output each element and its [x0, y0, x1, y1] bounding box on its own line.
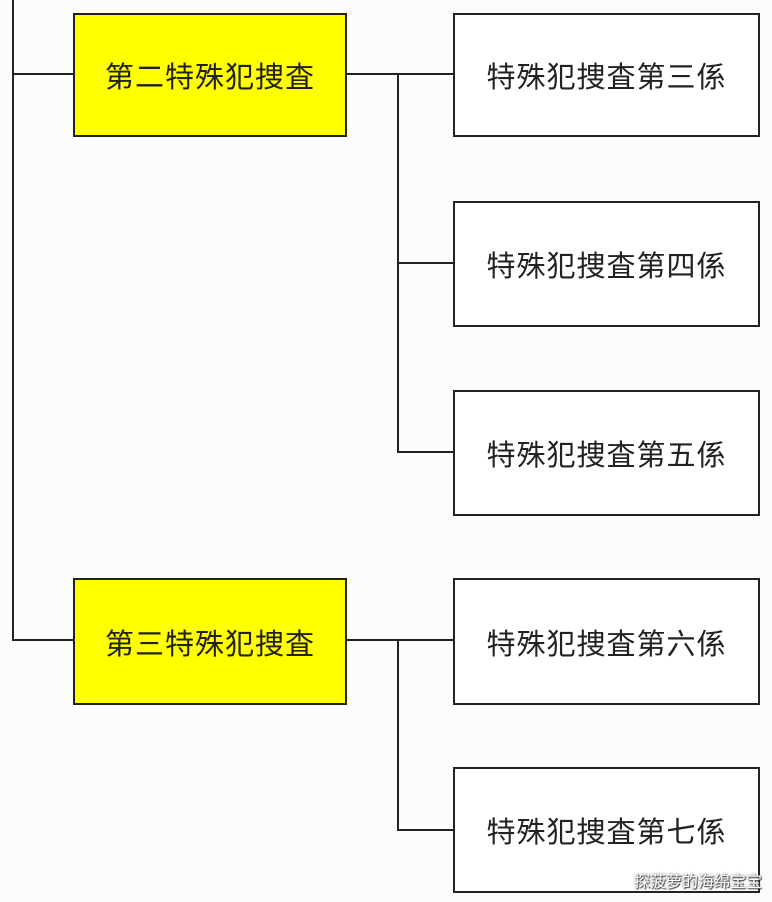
- connector: [12, 639, 73, 641]
- connector: [397, 829, 453, 831]
- unit-box: 特殊犯捜査第六係: [453, 578, 760, 705]
- connector: [347, 73, 453, 75]
- unit-box: 特殊犯捜査第七係: [453, 767, 760, 893]
- connector: [397, 451, 453, 453]
- connector: [12, 73, 73, 75]
- branch-line: [397, 639, 399, 831]
- connector: [397, 262, 453, 264]
- group-box-3rd: 第三特殊犯捜査: [73, 578, 347, 705]
- unit-box: 特殊犯捜査第四係: [453, 201, 760, 327]
- watermark: 探菠萝的海绵宝宝: [633, 872, 762, 891]
- unit-box: 特殊犯捜査第五係: [453, 390, 760, 516]
- connector: [347, 639, 453, 641]
- unit-box: 特殊犯捜査第三係: [453, 13, 760, 137]
- trunk-line: [12, 0, 14, 641]
- group-box-2nd: 第二特殊犯捜査: [73, 13, 347, 137]
